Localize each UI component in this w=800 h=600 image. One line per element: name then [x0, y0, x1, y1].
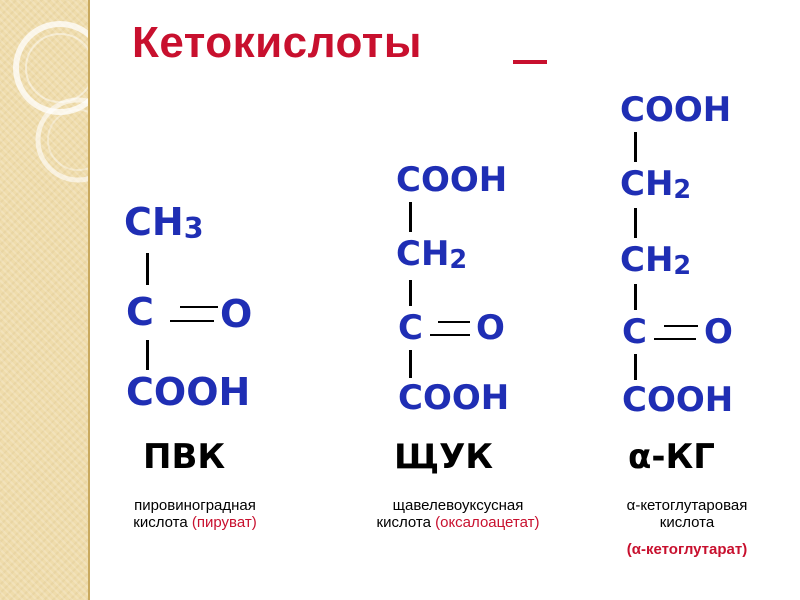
formula-ch2: CH2 [396, 234, 468, 275]
formula-c: C [126, 290, 154, 334]
double-bond-bottom [170, 320, 214, 322]
abbr-shchuk: ЩУК [394, 437, 494, 477]
formula-ch3: CH3 [124, 200, 204, 245]
abbr-pvk: ПВК [143, 437, 226, 477]
formula-cooh-top: COOH [396, 160, 508, 200]
bond-c-cooh [409, 350, 412, 378]
bond-cooh-ch2 [409, 202, 412, 232]
caption-akg: α-кетоглутаровая кислота (α-кетоглутарат… [596, 497, 778, 558]
formula-cooh: COOH [398, 378, 510, 418]
formula-cooh-top: COOH [620, 90, 732, 130]
formula-o: O [476, 308, 505, 348]
formula-ch2-a: CH2 [620, 164, 692, 205]
caption-shchuk-paren: (оксалоацетат) [435, 514, 540, 531]
caption-shchuk-kislota: кислота [376, 514, 431, 531]
formula-ch2-subscript: 2 [449, 244, 468, 275]
bond-ch2-c [409, 280, 412, 306]
caption-akg-line2: кислота [659, 514, 715, 531]
bond-c-cooh [146, 340, 149, 370]
bond-cooh-ch2 [634, 132, 637, 162]
page-title: Кетокислоты [132, 18, 422, 67]
formula-ch3-subscript: 3 [183, 211, 204, 245]
formula-ch2-a-subscript: 2 [673, 174, 692, 205]
side-band-divider [88, 0, 90, 600]
double-bond-bottom [430, 334, 470, 336]
caption-pvk: пировиноградная кислота (пируват) [100, 497, 290, 531]
formula-ch2-b: CH2 [620, 240, 692, 281]
formula-ch2-a-label: CH [620, 164, 674, 204]
abbr-akg: α-КГ [628, 437, 715, 477]
caption-akg-paren: (α-кетоглутарат) [626, 541, 748, 558]
formula-ch3-label: CH [124, 200, 184, 244]
caption-pvk-paren: (пируват) [191, 514, 257, 531]
double-bond-top [180, 306, 218, 308]
caption-shchuk-line2: кислота (оксалоацетат) [340, 514, 576, 531]
caption-shchuk: щавелевоуксусная кислота (оксалоацетат) [340, 497, 576, 531]
double-bond-top [438, 321, 470, 323]
bond-c-cooh [634, 354, 637, 380]
formula-ch2-label: CH [396, 234, 450, 274]
formula-o: O [220, 292, 253, 336]
double-bond-top [664, 325, 698, 327]
bond-ch2-c [634, 284, 637, 310]
bond-ch3-c [146, 253, 149, 285]
caption-pvk-line1: пировиноградная [134, 497, 256, 514]
caption-pvk-line2: кислота (пируват) [100, 514, 290, 531]
formula-ch2-b-subscript: 2 [673, 250, 692, 281]
formula-cooh: COOH [622, 380, 734, 420]
decorative-side-band [0, 0, 88, 600]
formula-ch2-b-label: CH [620, 240, 674, 280]
formula-cooh: COOH [126, 370, 251, 414]
caption-shchuk-line1: щавелевоуксусная [392, 497, 524, 514]
formula-c: C [622, 312, 647, 352]
title-dash [513, 60, 547, 64]
bond-ch2-ch2 [634, 208, 637, 238]
formula-o: O [704, 312, 733, 352]
caption-pvk-kislota: кислота [133, 514, 188, 531]
caption-akg-line1: α-кетоглутаровая [626, 497, 748, 514]
decorative-rings-icon [13, 21, 88, 183]
formula-c: C [398, 308, 423, 348]
double-bond-bottom [654, 338, 696, 340]
